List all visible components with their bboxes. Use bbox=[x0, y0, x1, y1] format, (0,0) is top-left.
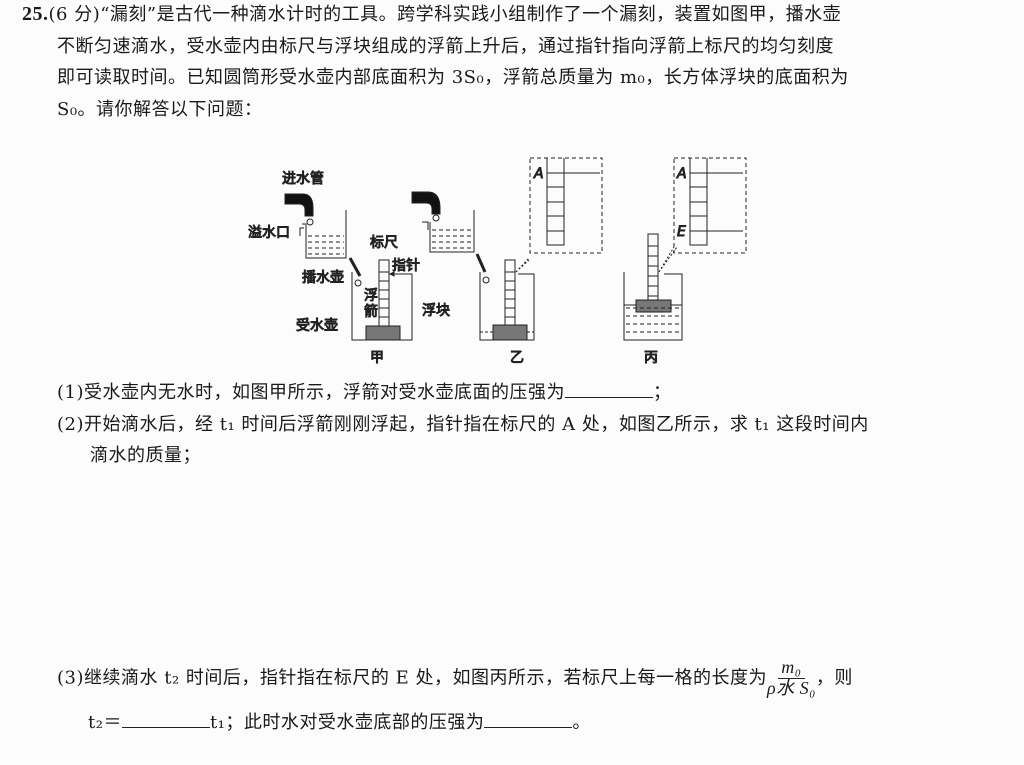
label-inlet: 进水管 bbox=[282, 171, 324, 187]
q1-text: (1)受水壶内无水时，如图甲所示，浮箭对受水壶底面的压强为 bbox=[57, 382, 565, 403]
zoom-inset-bing bbox=[673, 157, 747, 254]
sub-question-1: (1)受水壶内无水时，如图甲所示，浮箭对受水壶底面的压强为 ； bbox=[57, 378, 672, 404]
label-supply: 播水壶 bbox=[302, 270, 344, 286]
sub-question-2-line-1: (2)开始滴水后，经 t₁ 时间后浮箭刚刚浮起，指针指在标尺的 A 处，如图乙所… bbox=[57, 414, 869, 435]
answer-blank-1[interactable] bbox=[565, 379, 653, 398]
water-clock-diagram: 进水管 溢水口 播水壶 标尺 指针 浮 箭 受水壶 浮块 甲 A 乙 A E 丙 bbox=[248, 157, 747, 367]
q3-text: (3)继续滴水 t₂ 时间后，指针指在标尺的 E 处，如图丙所示，若标尺上每一格… bbox=[57, 667, 767, 689]
water-drop bbox=[306, 218, 314, 226]
q3-text-c: t₁；此时水对受水壶底部的压强为 bbox=[209, 712, 485, 733]
sub-question-3-line-2: t₂＝ t₁；此时水对受水壶底部的压强为 。 bbox=[88, 708, 591, 734]
question-intro-line-4: S₀。请你解答以下问题： bbox=[57, 99, 263, 120]
t2-label: t₂＝ bbox=[88, 712, 122, 733]
tap bbox=[348, 257, 362, 277]
fraction-numerator: m₀ bbox=[778, 657, 805, 679]
label-bing: 丙 bbox=[644, 350, 658, 366]
label-float: 浮块 bbox=[422, 303, 450, 319]
q3-text-b: ，则 bbox=[815, 667, 853, 689]
label-e: E bbox=[677, 224, 686, 240]
label-pointer: 指针 bbox=[392, 258, 420, 274]
q1-end: ； bbox=[653, 382, 672, 403]
label-yi: 乙 bbox=[510, 350, 524, 366]
question-intro-line-1: 25.(6 分)“漏刻”是古代一种滴水计时的工具。跨学科实践小组制作了一个漏刻，… bbox=[22, 0, 841, 26]
label-overflow: 溢水口 bbox=[248, 225, 290, 241]
label-ruler: 标尺 bbox=[370, 235, 398, 251]
label-a-bing: A bbox=[676, 166, 687, 182]
label-float-arrow-1: 浮 bbox=[364, 288, 378, 304]
label-receiver: 受水壶 bbox=[296, 318, 338, 334]
inlet-pipe bbox=[284, 193, 314, 217]
answer-blank-3[interactable] bbox=[484, 709, 573, 728]
sub-question-2-line-2: 滴水的质量； bbox=[90, 445, 201, 466]
question-intro-line-3: 即可读取时间。已知圆筒形受水壶内部底面积为 3S₀，浮箭总质量为 m₀，长方体浮… bbox=[57, 67, 849, 88]
label-a: A bbox=[533, 166, 544, 182]
zoom-inset-yi bbox=[529, 157, 603, 254]
intro-text: (6 分)“漏刻”是古代一种滴水计时的工具。跨学科实践小组制作了一个漏刻，装置如… bbox=[48, 4, 842, 25]
label-jia: 甲 bbox=[370, 350, 384, 366]
sub-question-3-line-1: (3)继续滴水 t₂ 时间后，指针指在标尺的 E 处，如图丙所示，若标尺上每一格… bbox=[57, 657, 853, 699]
float-block bbox=[365, 325, 401, 341]
question-intro-line-2: 不断匀速滴水，受水壶内由标尺与浮块组成的浮箭上升后，通过指针指向浮箭上标尺的均匀… bbox=[57, 36, 834, 57]
q3-end: 。 bbox=[572, 712, 591, 733]
question-number: 25. bbox=[22, 3, 49, 25]
label-float-arrow-2: 箭 bbox=[364, 303, 378, 320]
fraction-denominator: ρ水 S₀ bbox=[766, 677, 816, 698]
supply-pot bbox=[299, 210, 347, 259]
receiver-pot bbox=[351, 272, 413, 341]
answer-blank-2[interactable] bbox=[121, 709, 210, 728]
